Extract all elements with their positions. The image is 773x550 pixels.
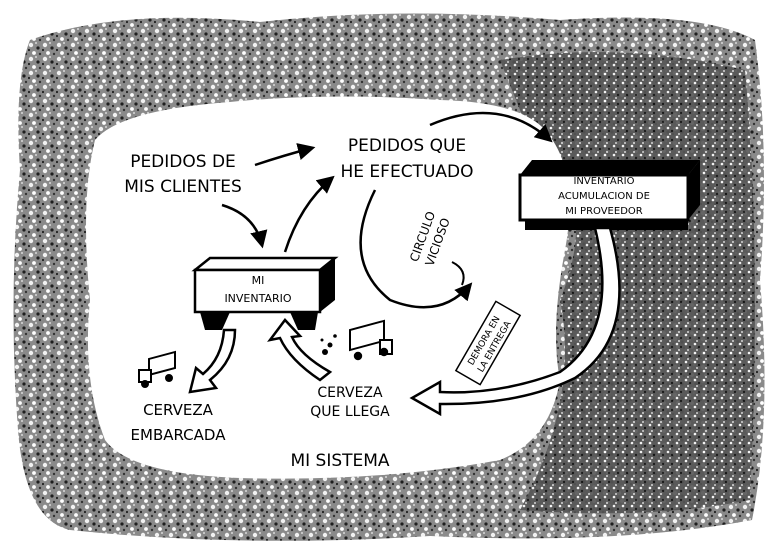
supplier-line3: MI PROVEEDOR bbox=[565, 206, 642, 217]
my-inventory-line2: INVENTARIO bbox=[224, 292, 291, 305]
beer-shipped-line1: CERVEZA bbox=[143, 401, 214, 419]
orders-placed-line1: PEDIDOS QUE bbox=[348, 136, 466, 156]
supplier-line1: INVENTARIO bbox=[573, 176, 634, 187]
supplier-inventory-box bbox=[518, 160, 700, 230]
my-inventory-line1: MI bbox=[252, 274, 265, 287]
beer-arriving-line1: CERVEZA bbox=[317, 385, 383, 401]
my-system-title: MI SISTEMA bbox=[290, 451, 389, 471]
delivery-truck-icon bbox=[349, 319, 393, 361]
orders-placed-line2: HE EFECTUADO bbox=[341, 162, 474, 182]
customer-orders-line1: PEDIDOS DE bbox=[130, 152, 236, 172]
beer-arriving-line2: QUE LLEGA bbox=[310, 404, 390, 420]
delivery-truck-icon bbox=[138, 350, 176, 388]
beer-shipped-line2: EMBARCADA bbox=[131, 426, 227, 444]
supplier-line2: ACUMULACION DE bbox=[558, 191, 650, 202]
my-inventory-box bbox=[191, 256, 339, 330]
customer-orders-line2: MIS CLIENTES bbox=[124, 177, 242, 197]
hollow-arrows bbox=[188, 226, 621, 417]
exhaust-puff-icon bbox=[320, 334, 337, 355]
flow-arrows bbox=[221, 111, 553, 309]
